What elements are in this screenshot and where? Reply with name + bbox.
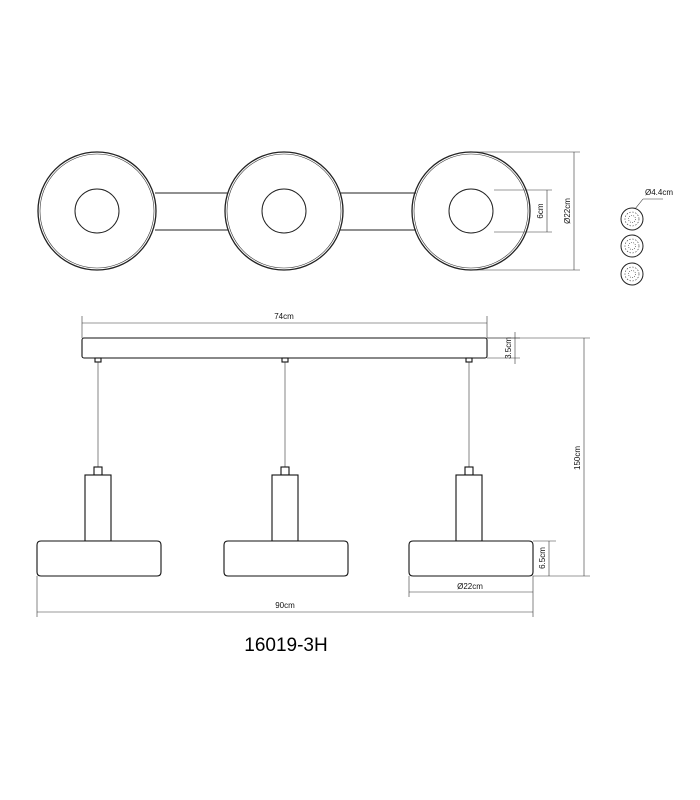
top-view-shade-3: [411, 151, 531, 271]
dim-shade-height: 6.5cm: [533, 540, 556, 576]
dim-total-width: 90cm: [36, 576, 534, 617]
bulb-icon-2: [620, 234, 644, 258]
bulb-icon-1: [620, 207, 644, 231]
dim-shade-diameter-front: Ø22cm: [408, 576, 534, 597]
dim-canopy-length-label: 74cm: [274, 312, 294, 321]
top-view-shade-2: [224, 151, 344, 271]
canopy-bar: [81, 337, 488, 359]
dim-inner-diameter: 6cm: [494, 189, 552, 233]
dim-canopy-length: 74cm: [81, 312, 488, 338]
dim-shade-height-label: 6.5cm: [538, 547, 547, 569]
model-number: 16019-3H: [244, 635, 327, 656]
dim-shade-diameter-front-label: Ø22cm: [457, 582, 483, 591]
front-view: 74cm 3.5cm: [36, 312, 590, 617]
dim-canopy-height: 3.5cm: [487, 332, 520, 364]
pendant-3: [408, 357, 534, 577]
dim-shade-diameter-top: Ø22cm: [471, 151, 580, 271]
top-view: 6cm Ø22cm Ø4.4cm: [37, 151, 673, 286]
bulb-icon-3: [620, 262, 644, 286]
bulb-diameter-label: Ø4.4cm: [645, 188, 673, 197]
dim-total-height: 150cm: [487, 337, 590, 577]
top-view-bar-right: [340, 192, 416, 231]
pendant-1: [36, 357, 162, 577]
pendant-2: [223, 357, 349, 577]
top-view-bar-left: [155, 192, 228, 231]
dim-shade-diameter-top-label: Ø22cm: [563, 198, 572, 224]
dim-total-width-label: 90cm: [275, 601, 295, 610]
bulb-icons: Ø4.4cm: [620, 188, 673, 286]
dim-canopy-height-label: 3.5cm: [504, 337, 513, 359]
dim-inner-diameter-label: 6cm: [536, 203, 545, 218]
top-view-shade-1: [37, 151, 157, 271]
dim-total-height-label: 150cm: [573, 446, 582, 470]
